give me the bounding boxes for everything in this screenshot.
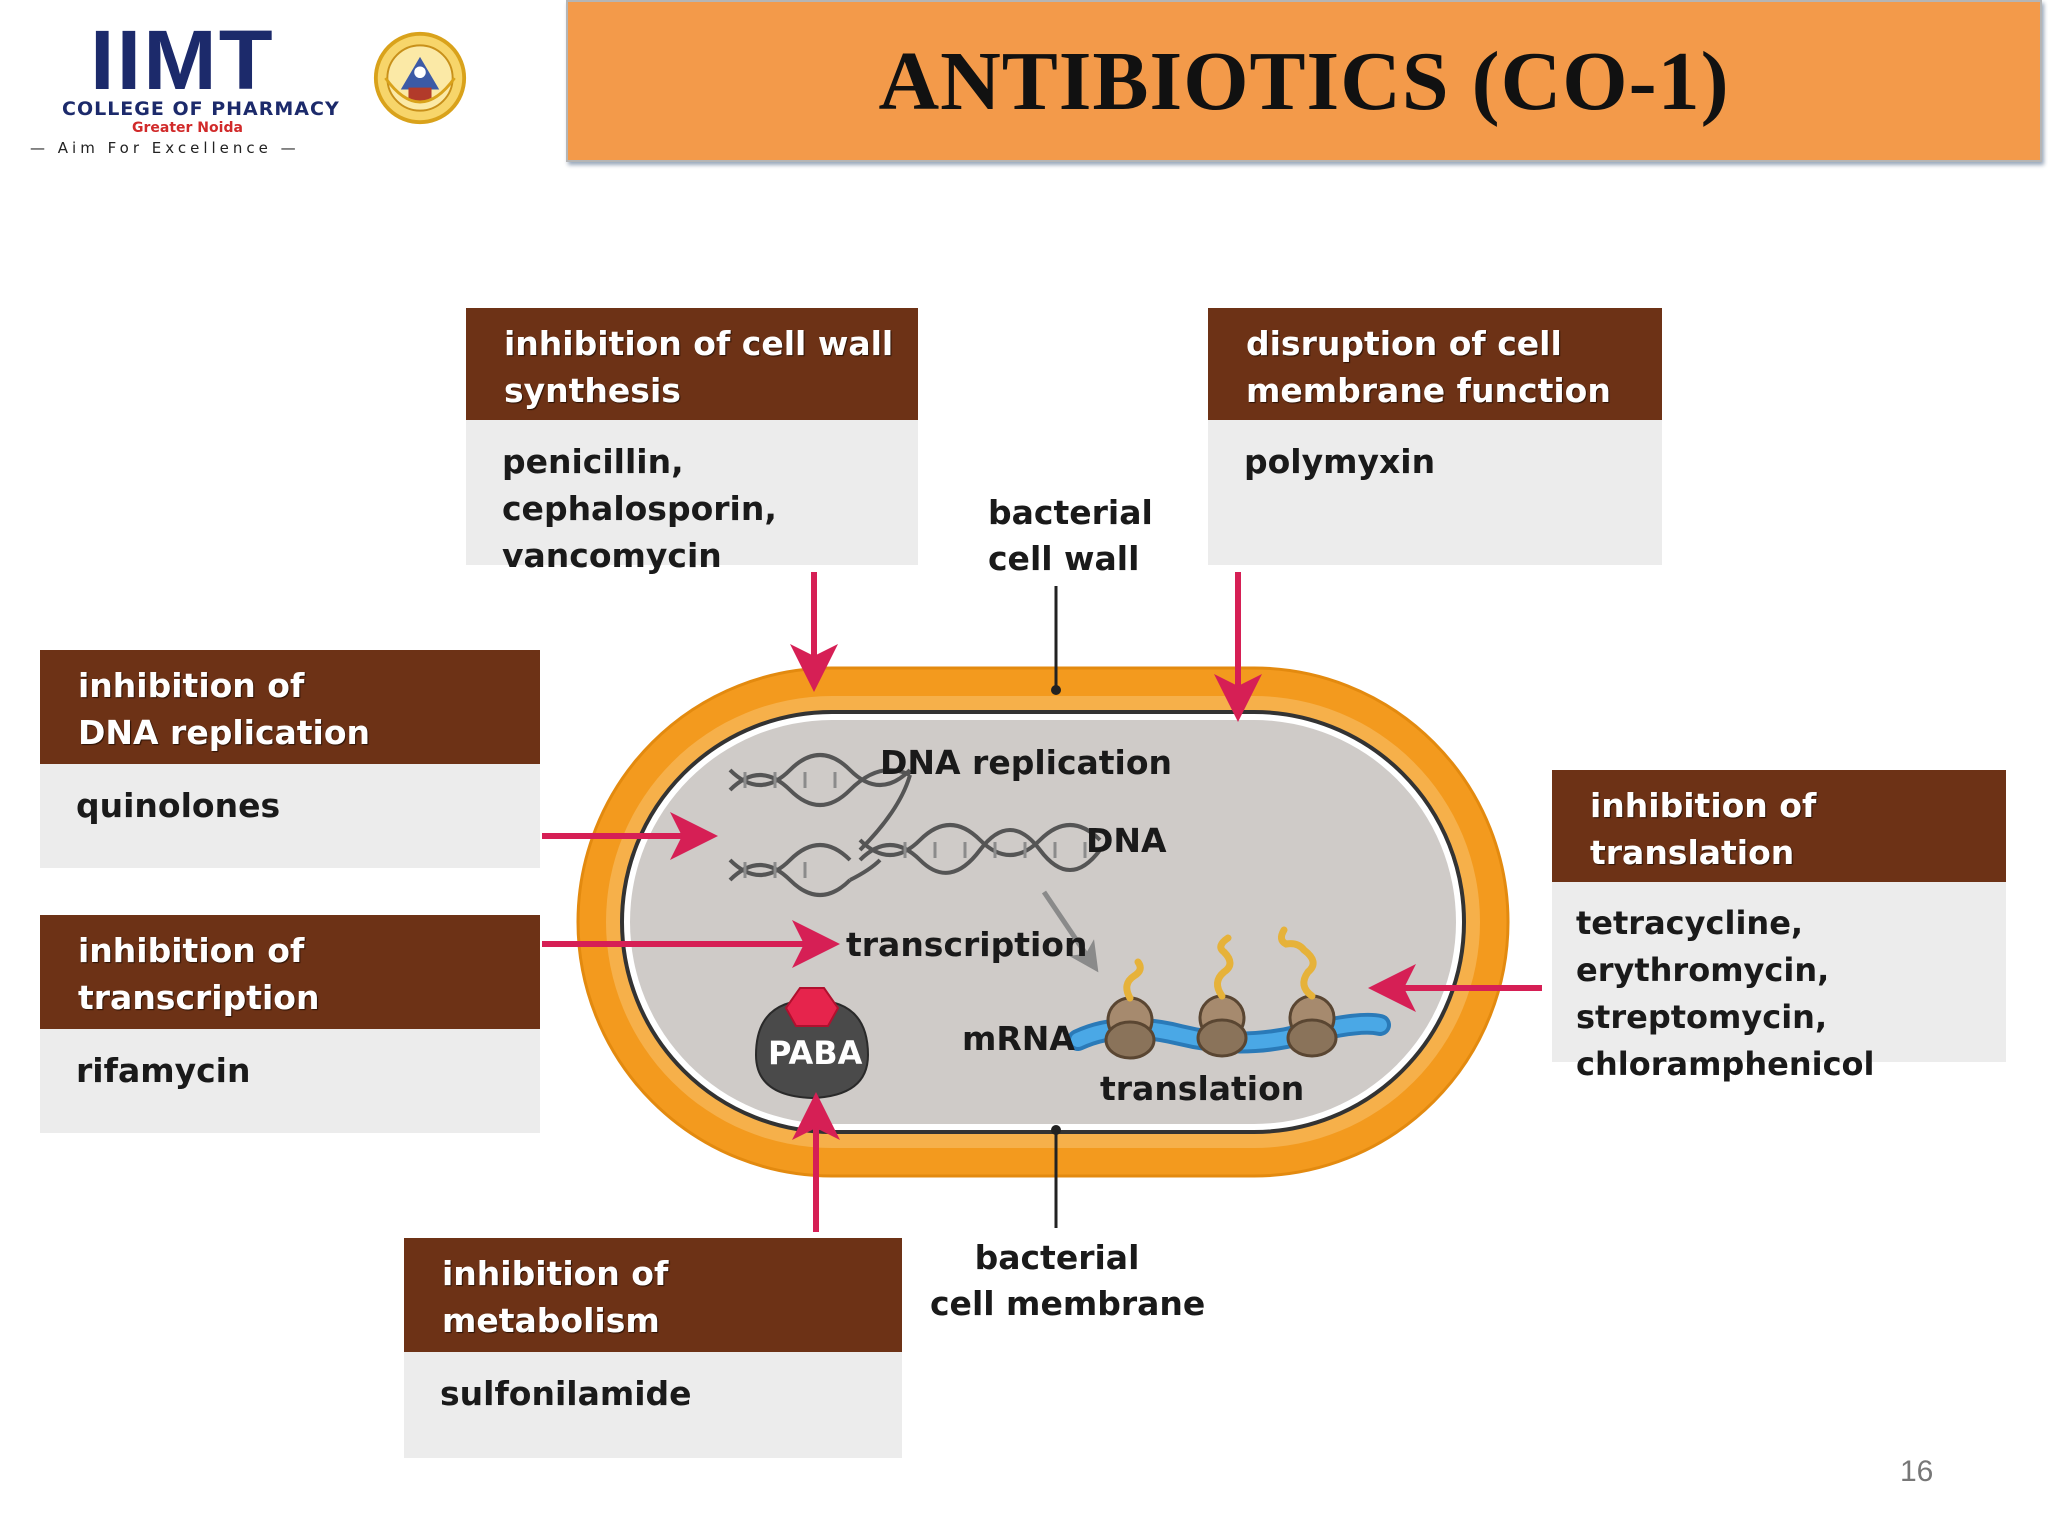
label-bacterial-cell-wall: bacterial cell wall	[988, 490, 1153, 582]
box-transcription-heading-line-1: inhibition of	[78, 931, 305, 970]
box-cell-wall-drug-line-1: penicillin, cephalosporin,	[502, 442, 777, 528]
box-transcription-heading-line-2: transcription	[78, 978, 320, 1017]
box-translation-drug-line-3: chloramphenicol	[1576, 1045, 1875, 1083]
slide-title-banner: ANTIBIOTICS (CO-1)	[566, 0, 2042, 162]
box-metabolism-drugs: sulfonilamide	[404, 1352, 902, 1458]
dna-to-mrna-arrow	[1041, 890, 1099, 973]
label-transcription: transcription	[846, 925, 1088, 964]
label-paba: PABA	[768, 1034, 863, 1072]
box-dna-drugs: quinolones	[40, 764, 540, 868]
box-transcription-drugs: rifamycin	[40, 1029, 540, 1133]
logo-college-name: COLLEGE OF PHARMACY	[62, 98, 340, 120]
box-cell-wall-heading-line-1: inhibition of cell wall	[504, 324, 894, 363]
ribosome-icon	[1196, 934, 1248, 1058]
box-translation-drug-line-1: tetracycline, erythromycin,	[1576, 904, 1830, 989]
ribosome-icon	[1104, 958, 1156, 1060]
box-dna-drug-line-1: quinolones	[76, 786, 281, 825]
label-mrna: mRNA	[962, 1019, 1075, 1058]
dna-rungs	[743, 772, 1087, 878]
box-membrane-drug-line-1: polymyxin	[1244, 442, 1436, 481]
label-cell-membrane-line-1: bacterial	[974, 1238, 1140, 1277]
label-dna: DNA	[1086, 821, 1167, 860]
box-translation-heading-line-1: inhibition of	[1590, 786, 1817, 825]
box-transcription-heading: inhibition of transcription	[40, 915, 540, 1029]
box-cell-wall-heading: inhibition of cell wall synthesis	[466, 308, 918, 420]
box-membrane-heading-line-2: membrane function	[1246, 371, 1611, 410]
college-emblem-icon	[373, 31, 467, 125]
box-cell-wall-heading-line-2: synthesis	[504, 371, 681, 410]
label-dna-replication: DNA replication	[880, 743, 1173, 782]
box-metabolism: inhibition of metabolism sulfonilamide	[404, 1238, 902, 1458]
logo-location: Greater Noida	[132, 120, 243, 136]
logo-tagline: — Aim For Excellence —	[30, 139, 300, 157]
box-dna-heading-line-1: inhibition of	[78, 666, 305, 705]
ribosome-icon	[1277, 926, 1338, 1058]
logo-wordmark: IIMT	[90, 13, 275, 107]
box-metabolism-heading: inhibition of metabolism	[404, 1238, 902, 1352]
box-translation: inhibition of translation tetracycline, …	[1552, 770, 2006, 1083]
box-membrane-drugs: polymyxin	[1208, 420, 1662, 565]
label-cell-wall-line-2: cell wall	[988, 539, 1140, 578]
box-dna-replication: inhibition of DNA replication quinolones	[40, 650, 540, 868]
box-metabolism-drug-line-1: sulfonilamide	[440, 1374, 692, 1413]
box-cell-wall-drugs: penicillin, cephalosporin, vancomycin	[466, 420, 918, 575]
box-membrane-function: disruption of cell membrane function pol…	[1208, 308, 1662, 565]
box-translation-drugs: tetracycline, erythromycin, streptomycin…	[1552, 882, 2006, 1083]
paba-enzyme-icon	[754, 987, 870, 1100]
box-cell-wall-synthesis: inhibition of cell wall synthesis penici…	[466, 308, 918, 575]
college-logo: IIMT COLLEGE OF PHARMACY Greater Noida —…	[30, 13, 467, 157]
box-translation-drug-line-2: streptomycin,	[1576, 998, 1828, 1036]
box-membrane-heading-line-1: disruption of cell	[1246, 324, 1562, 363]
slide-title: ANTIBIOTICS (CO-1)	[878, 34, 1730, 128]
label-cell-wall-line-1: bacterial	[988, 493, 1153, 532]
page-number: 16	[1900, 1455, 1934, 1488]
box-transcription: inhibition of transcription rifamycin	[40, 915, 540, 1133]
box-metabolism-heading-line-2: metabolism	[442, 1301, 660, 1340]
box-translation-heading-line-2: translation	[1590, 833, 1795, 872]
label-cell-membrane-line-2: cell membrane	[930, 1284, 1206, 1323]
box-metabolism-heading-line-1: inhibition of	[442, 1254, 669, 1293]
label-bacterial-cell-membrane: bacterial cell membrane	[930, 1235, 1206, 1327]
box-dna-heading-line-2: DNA replication	[78, 713, 371, 752]
box-membrane-heading: disruption of cell membrane function	[1208, 308, 1662, 420]
box-dna-heading: inhibition of DNA replication	[40, 650, 540, 764]
label-translation: translation	[1100, 1069, 1305, 1108]
box-transcription-drug-line-1: rifamycin	[76, 1051, 251, 1090]
box-cell-wall-drug-line-2: vancomycin	[502, 536, 722, 575]
box-translation-heading: inhibition of translation	[1552, 770, 2006, 882]
